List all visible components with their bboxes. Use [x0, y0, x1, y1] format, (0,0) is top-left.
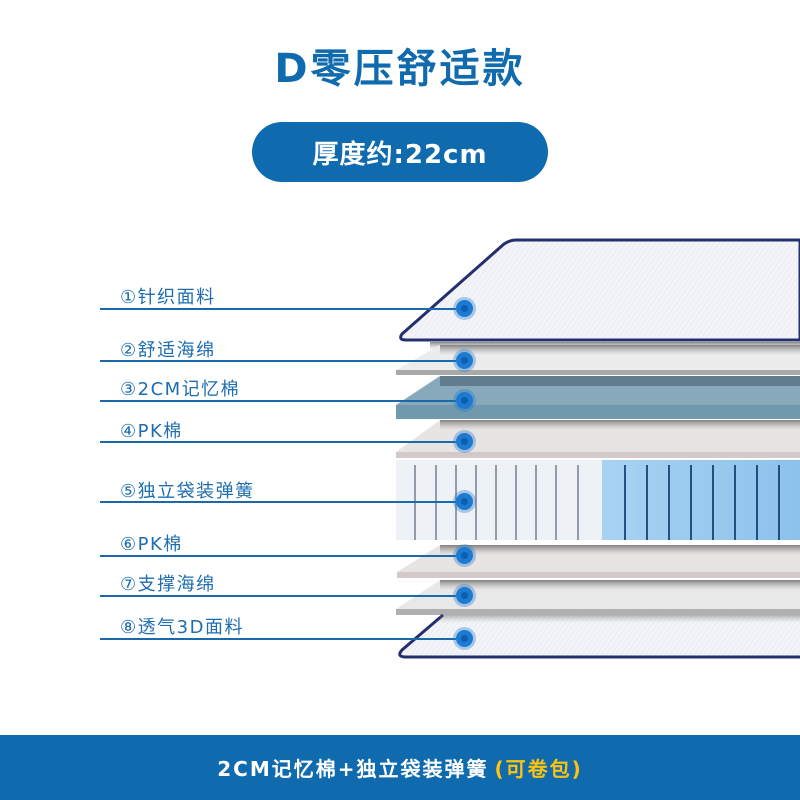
leader-line-1 — [100, 308, 456, 310]
mattress-layers-illustration — [396, 238, 800, 659]
layer-3-memory-foam — [396, 376, 800, 419]
footer-highlight: (可卷包) — [494, 757, 583, 781]
layer-4-pk-cotton — [396, 420, 800, 458]
leader-line-5 — [100, 501, 456, 503]
leader-line-3 — [100, 400, 456, 402]
marker-dot-icon — [456, 392, 473, 409]
layer-label-1: ①针织面料 — [120, 287, 216, 308]
marker-dot-icon — [456, 300, 473, 317]
layer-label-6: ⑥PK棉 — [120, 534, 183, 555]
marker-dot-icon — [456, 547, 473, 564]
leader-line-2 — [100, 360, 456, 362]
layer-6-pk-cotton — [397, 545, 800, 578]
layer-5-pocket-springs — [396, 460, 800, 540]
product-title: D零压舒适款 — [274, 46, 526, 92]
footer-text: 2CM记忆棉+独立袋装弹簧 — [217, 757, 489, 781]
leader-line-6 — [100, 555, 456, 557]
layer-label-4: ④PK棉 — [120, 421, 183, 442]
layer-label-5: ⑤独立袋装弹簧 — [120, 481, 255, 502]
layer-7-support-sponge — [396, 580, 800, 615]
leader-line-7 — [100, 595, 456, 597]
layer-label-3: ③2CM记忆棉 — [120, 379, 241, 400]
footer-banner: 2CM记忆棉+独立袋装弹簧 (可卷包) — [0, 735, 800, 800]
layer-2-comfort-sponge — [396, 345, 800, 375]
thickness-badge: 厚度约:22cm — [252, 122, 548, 182]
marker-dot-icon — [456, 352, 473, 369]
layer-label-8: ⑧透气3D面料 — [120, 617, 244, 638]
leader-line-4 — [100, 441, 456, 443]
leader-line-8 — [100, 638, 456, 640]
layer-label-2: ②舒适海绵 — [120, 340, 216, 361]
marker-dot-icon — [456, 433, 473, 450]
marker-dot-icon — [456, 587, 473, 604]
layer-label-7: ⑦支撑海绵 — [120, 574, 216, 595]
layer-1-knitted-fabric — [399, 238, 800, 350]
marker-dot-icon — [456, 493, 473, 510]
layer-8-3d-fabric — [398, 613, 800, 659]
marker-dot-icon — [456, 630, 473, 647]
